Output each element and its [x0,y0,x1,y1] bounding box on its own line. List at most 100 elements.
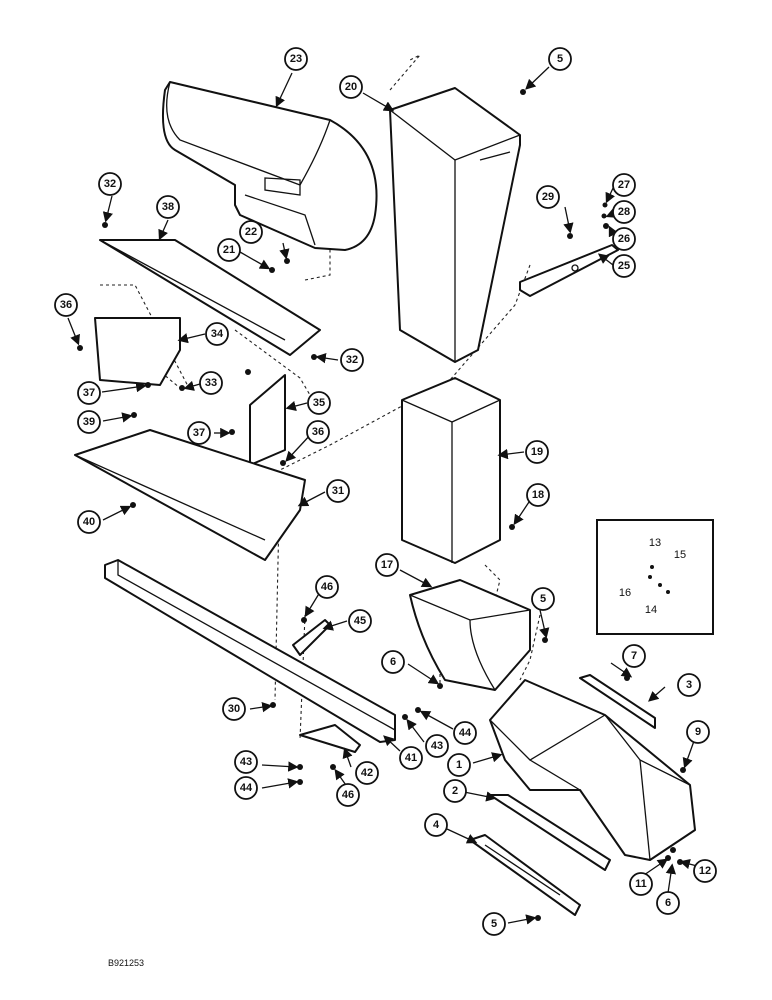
callout-5-mid: 5 [531,587,555,611]
callout-37-mid: 37 [187,421,211,445]
leaders [67,66,698,925]
callout-42: 42 [355,761,379,785]
svg-text:19: 19 [531,446,543,458]
svg-text:26: 26 [618,233,630,245]
svg-text:29: 29 [542,191,554,203]
callout-32-mid: 32 [340,348,364,372]
svg-text:39: 39 [83,416,95,428]
callout-4: 4 [424,813,448,837]
svg-text:9: 9 [695,726,701,738]
hopper-20 [389,87,521,363]
svg-text:33: 33 [205,377,217,389]
svg-text:23: 23 [290,53,302,65]
svg-text:46: 46 [342,789,354,801]
callout-1: 1 [447,753,471,777]
callout-6-bottom: 6 [656,891,680,915]
callout-26: 26 [612,227,636,251]
callout-45: 45 [348,609,372,633]
svg-text:3: 3 [686,679,692,691]
svg-text:22: 22 [245,226,257,238]
svg-text:36: 36 [312,426,324,438]
callout-36-mid: 36 [306,420,330,444]
plate-38 [99,239,321,356]
svg-text:43: 43 [431,740,443,752]
svg-text:45: 45 [354,615,366,627]
inset-label-15: 15 [674,549,686,561]
callout-21: 21 [217,238,241,262]
callout-34: 34 [205,322,229,346]
callout-29: 29 [536,185,560,209]
svg-text:34: 34 [211,328,224,340]
callout-44-left: 44 [234,776,258,800]
callout-33: 33 [199,371,223,395]
callout-9: 9 [686,720,710,744]
chute-19 [401,377,501,564]
strip-3 [579,674,656,729]
svg-text:43: 43 [240,756,252,768]
callout-3: 3 [677,673,701,697]
svg-text:2: 2 [452,785,458,797]
callout-41: 41 [399,746,423,770]
svg-text:28: 28 [618,206,630,218]
callout-25: 25 [612,254,636,278]
svg-text:7: 7 [631,650,637,662]
callout-43-right: 43 [425,734,449,758]
callout-43-left: 43 [234,750,258,774]
callout-7: 7 [622,644,646,668]
callout-36-left: 36 [54,293,78,317]
callout-35: 35 [307,391,331,415]
svg-text:38: 38 [162,201,174,213]
transition-17 [409,579,531,691]
angle-bar-41 [104,559,396,743]
callout-40: 40 [77,510,101,534]
duct-1 [489,679,696,861]
callout-28: 28 [612,200,636,224]
callout-11: 11 [629,872,653,896]
inset-label-13: 13 [649,537,661,549]
svg-text:1: 1 [456,759,462,771]
svg-text:40: 40 [83,516,95,528]
inset-label-16: 16 [619,587,631,599]
callout-19: 19 [525,440,549,464]
callout-20: 20 [339,75,363,99]
callout-18: 18 [526,483,550,507]
side-plate-35 [249,374,286,466]
plate-31 [74,429,306,561]
svg-text:37: 37 [193,427,205,439]
bracket-42 [299,724,361,753]
bracket-45 [292,619,331,656]
svg-text:21: 21 [223,244,235,256]
callout-2: 2 [443,779,467,803]
callout-23: 23 [284,47,308,71]
callout-31: 31 [326,479,350,503]
svg-text:35: 35 [313,397,325,409]
svg-text:44: 44 [240,782,253,794]
callout-12: 12 [693,859,717,883]
svg-text:42: 42 [361,767,373,779]
side-plate-34 [94,317,181,386]
svg-text:44: 44 [459,727,472,739]
cover-23 [162,81,378,251]
svg-text:5: 5 [557,53,563,65]
svg-text:6: 6 [665,897,671,909]
svg-text:6: 6 [390,656,396,668]
svg-text:41: 41 [405,752,417,764]
callout-17: 17 [375,553,399,577]
svg-text:11: 11 [635,878,647,890]
inset-label-14: 14 [645,604,657,616]
svg-text:37: 37 [83,387,95,399]
svg-text:30: 30 [228,703,240,715]
figure-code: B921253 [108,958,144,968]
callout-44-right: 44 [453,721,477,745]
callout-30: 30 [222,697,246,721]
callout-6-mid: 6 [381,650,405,674]
svg-text:18: 18 [532,489,544,501]
svg-text:25: 25 [618,260,630,272]
strip-2 [489,794,611,871]
svg-text:32: 32 [346,354,358,366]
callout-38: 38 [156,195,180,219]
callout-46-bottom: 46 [336,783,360,807]
svg-text:12: 12 [699,865,711,877]
svg-text:36: 36 [60,299,72,311]
